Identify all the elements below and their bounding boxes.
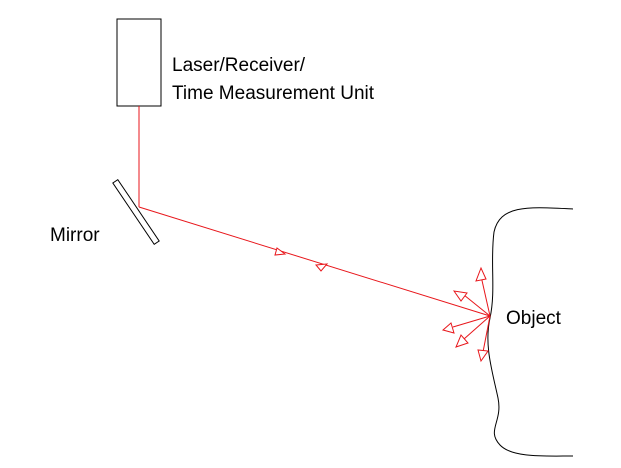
scatter-arrowhead <box>475 266 487 282</box>
scatter-arrowhead <box>452 290 468 302</box>
scatter-ray <box>463 315 491 340</box>
scatter-ray <box>463 294 491 317</box>
scatter-ray <box>482 315 491 353</box>
return-direction-arrow <box>315 263 329 272</box>
beam-mirror-to-object <box>138 206 491 317</box>
outgoing-direction-arrow <box>274 247 287 256</box>
object-outline <box>487 207 574 457</box>
scatter-arrowhead <box>441 322 455 334</box>
mirror <box>112 178 160 246</box>
scatter-ray <box>452 315 491 328</box>
scatter-arrowhead <box>477 349 489 363</box>
scatter-arrowhead <box>455 334 469 348</box>
scattered-reflections <box>441 266 491 363</box>
laser-unit-box <box>116 18 162 107</box>
scatter-ray <box>480 275 491 317</box>
unit-label-line2: Time Measurement Unit <box>172 83 375 104</box>
unit-label-line1: Laser/Receiver/ <box>172 55 306 76</box>
mirror-label: Mirror <box>50 225 100 246</box>
object-label: Object <box>506 308 562 329</box>
